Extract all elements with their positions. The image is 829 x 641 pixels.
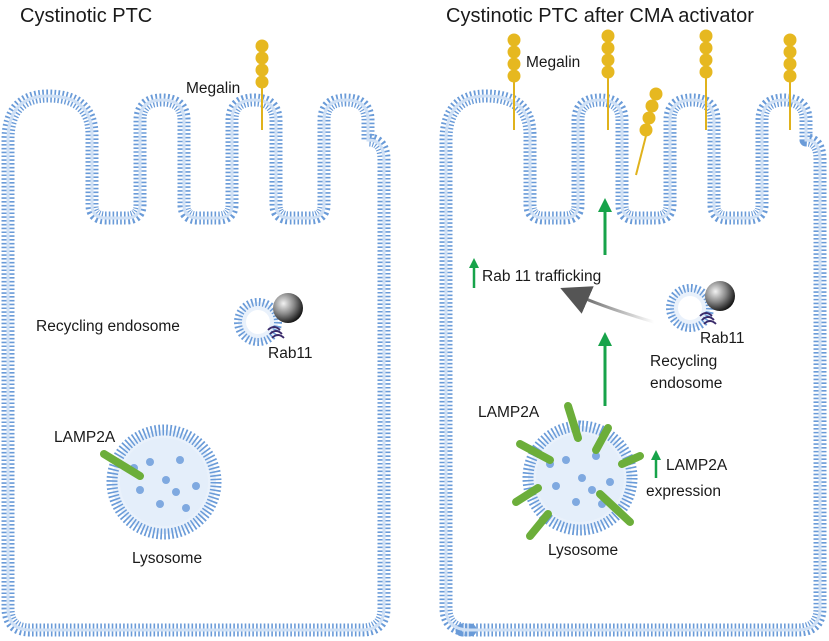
recycling-endosome-label-right-1: Recycling [650,353,717,370]
lysosome-label-left: Lysosome [132,550,202,567]
lamp2a-label-left: LAMP2A [54,429,116,446]
megalin-receptor [601,29,615,130]
panel-title-right: Cystinotic PTC after CMA activator [446,5,754,27]
panel-title-left: Cystinotic PTC [20,5,152,27]
right-cell-membrane [439,89,827,637]
lysosome-left [100,424,222,540]
lamp2a-proteins-right [512,402,644,540]
megalin-receptor [507,33,521,130]
left-cell: Cystinotic PTC Megalin Recycling endosom… [1,5,391,637]
rab11-trafficking-label: Rab 11 trafficking [482,268,601,285]
lamp2a-label-right: LAMP2A [478,404,540,421]
recycling-endosome-label-left: Recycling endosome [36,318,180,335]
megalin-receptor-tilted [635,87,663,176]
lamp2a-left [100,450,144,480]
megalin-receptors-right [507,29,797,176]
recycling-endosome-left [234,293,303,346]
rab11-label-right: Rab11 [700,330,745,347]
left-cell-membrane [1,89,391,637]
lysosome-label-right: Lysosome [548,542,618,559]
megalin-receptor [699,29,713,130]
rab11-label-left: Rab11 [268,345,313,362]
megalin-label-right: Megalin [526,54,580,71]
rab11-ball-left [273,293,303,323]
lamp2a-expression-label-2: expression [646,483,721,500]
lysosome-right [512,402,644,540]
up-arrow-to-membrane [598,198,612,255]
right-cell: Cystinotic PTC after CMA activator Megal… [439,5,827,637]
recycling-endosome-label-right-2: endosome [650,375,722,392]
megalin-receptor-left [255,39,269,130]
recycling-endosome-right [666,281,735,332]
rab11-ball-right [705,281,735,311]
up-arrow-from-lysosome [598,332,612,406]
lamp2a-expression-up-icon [651,450,661,478]
rab11-trafficking-up-icon [469,258,479,288]
lamp2a-expression-label-1: LAMP2A [666,457,728,474]
trafficking-curve-arrow [560,286,655,324]
megalin-label-left: Megalin [186,80,240,97]
megalin-receptor [783,33,797,130]
